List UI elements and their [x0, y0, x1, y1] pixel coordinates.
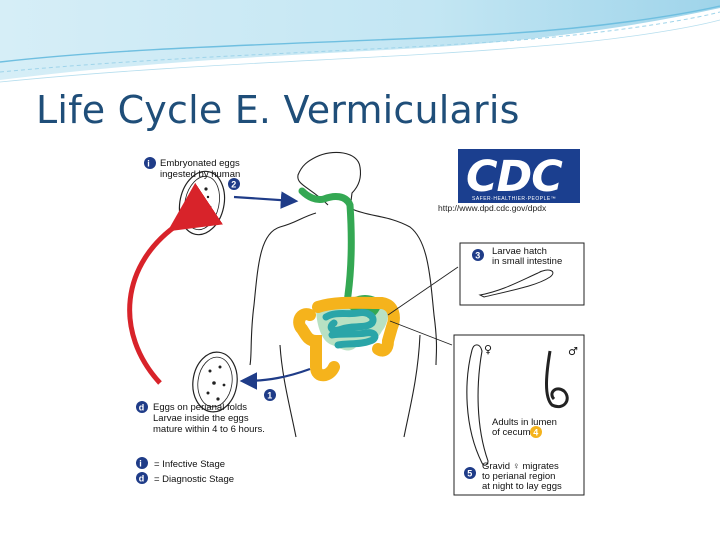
- stage-1-number: 1: [267, 391, 272, 401]
- slide-title: Life Cycle E. Vermicularis: [36, 88, 520, 132]
- stage-1-line-3: mature within 4 to 6 hours.: [153, 424, 265, 435]
- stage-1-egg: [192, 351, 238, 413]
- stage-4-5-box: ♀ ♂ Adults in lumen of cecum 4 5 Gravid …: [453, 334, 585, 496]
- stage-5-line-2: to perianal region: [482, 471, 555, 482]
- stage-4-line-2: of cecum: [492, 427, 531, 438]
- stage-2-line-1: Embryonated eggs: [160, 158, 240, 169]
- stage-3-pointer: [387, 266, 459, 316]
- stage-3-box: 3 Larvae hatch in small intestine: [459, 242, 585, 306]
- stage-3-number: 3: [475, 251, 480, 261]
- stage-5-line-3: at night to lay eggs: [482, 481, 562, 492]
- source-url: http://www.dpd.cdc.gov/dpdx: [438, 203, 547, 213]
- colon: [293, 308, 340, 382]
- stage-1-label: 1 d Eggs on perianal folds Larvae inside…: [136, 389, 276, 435]
- larva-icon: [478, 269, 554, 298]
- header-decoration: [0, 0, 720, 83]
- stage-3-line-2: in small intestine: [492, 256, 562, 267]
- stage-4-pointer: [389, 320, 453, 346]
- stage-3-line-1: Larvae hatch: [492, 246, 547, 257]
- stage-5-line-1: Gravid ♀ migrates: [482, 461, 559, 472]
- digestive-tract: [293, 187, 400, 382]
- stage-2-arrow: [233, 191, 299, 209]
- legend-diagnostic-text: = Diagnostic Stage: [154, 474, 234, 485]
- stage-1-line-1: Eggs on perianal folds: [153, 402, 247, 413]
- cdc-logo-tagline: SAFER·HEALTHIER·PEOPLE™: [472, 196, 556, 202]
- male-symbol: ♂: [568, 345, 578, 358]
- stage-2-line-2: ingested by human: [160, 169, 240, 180]
- cdc-logo-text: CDC: [466, 152, 563, 202]
- stage-4-number: 4: [533, 428, 538, 438]
- cycle-arrow: [127, 182, 223, 385]
- male-worm-icon: [545, 350, 569, 408]
- cdc-logo: CDC SAFER·HEALTHIER·PEOPLE™: [458, 149, 580, 203]
- stage-2-label: i Embryonated eggs ingested by human 2: [144, 157, 240, 190]
- infective-badge: i: [147, 159, 150, 169]
- legend: i = Infective Stage d = Diagnostic Stage: [136, 457, 234, 485]
- legend-infective-badge: i: [139, 459, 142, 469]
- stage-1-line-2: Larvae inside the eggs: [153, 413, 249, 424]
- stage-1-arrow: [239, 367, 311, 390]
- legend-infective-text: = Infective Stage: [154, 459, 225, 470]
- human-body-outline: [249, 151, 438, 438]
- diagnostic-badge: d: [139, 403, 145, 413]
- life-cycle-diagram: CDC SAFER·HEALTHIER·PEOPLE™ http://www.d…: [127, 149, 585, 496]
- small-intestine: [322, 309, 379, 349]
- female-symbol: ♀: [484, 343, 492, 356]
- female-worm-icon: [466, 344, 489, 466]
- legend-diagnostic-badge: d: [139, 474, 145, 484]
- stage-4-line-1: Adults in lumen: [492, 417, 557, 428]
- stage-2-number: 2: [231, 180, 236, 190]
- stage-5-number: 5: [467, 469, 472, 479]
